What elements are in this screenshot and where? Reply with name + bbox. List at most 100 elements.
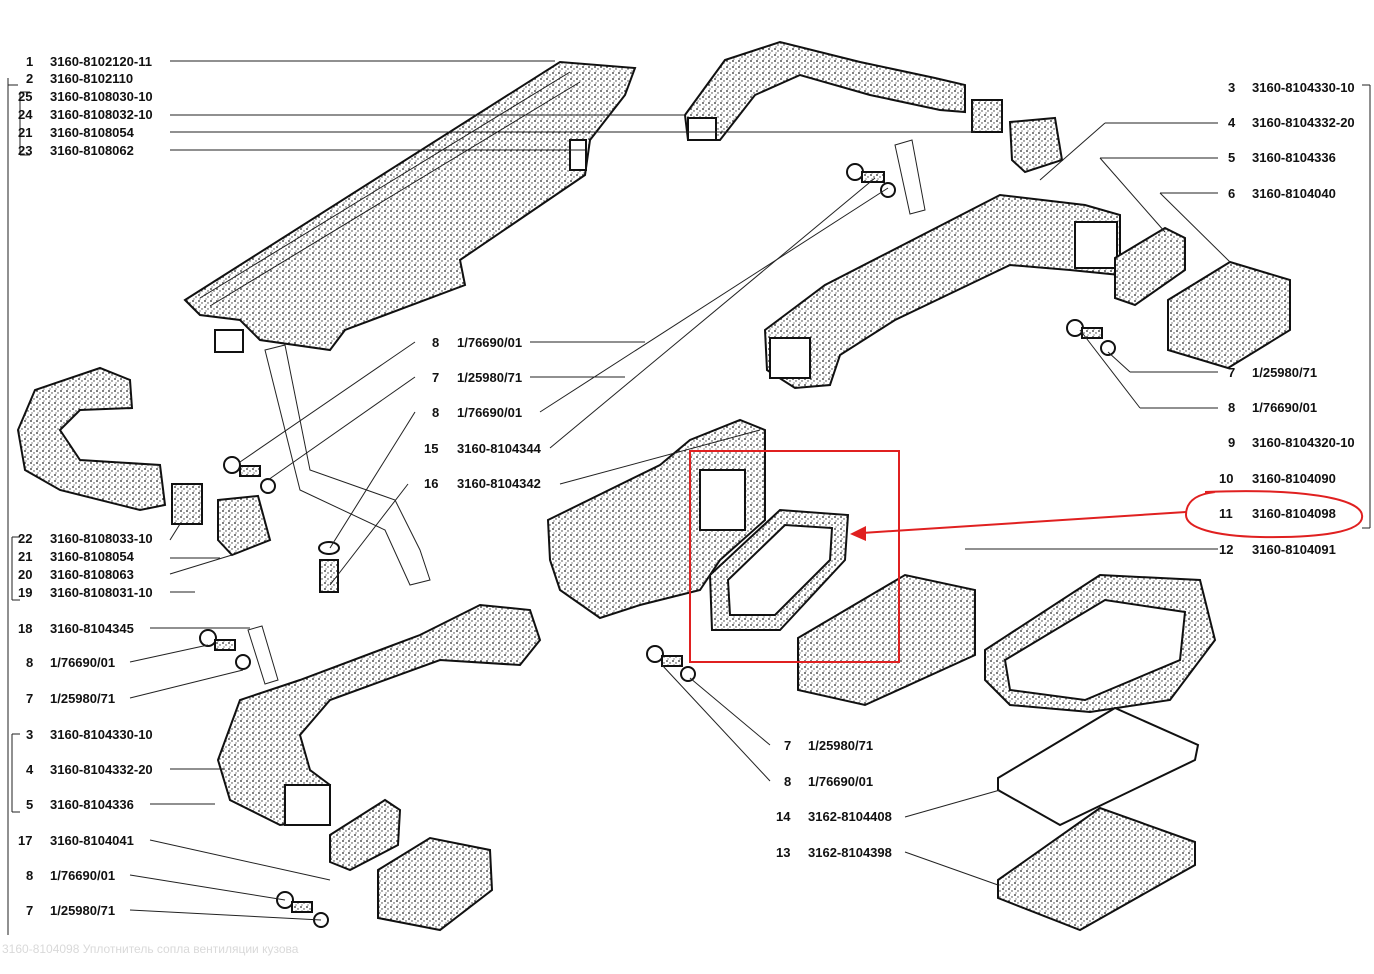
label-center-3-code: 3160-8104344 bbox=[457, 441, 542, 456]
label-left-7-num: 21 bbox=[18, 549, 32, 564]
center-distributor bbox=[546, 418, 766, 620]
label-right-9-code: 3160-8104091 bbox=[1252, 542, 1336, 557]
label-left-12-code: 1/25980/71 bbox=[50, 691, 115, 706]
label-left-4-num: 21 bbox=[18, 125, 32, 140]
label-left-10-code: 3160-8104345 bbox=[50, 621, 134, 636]
label-left-8-code: 3160-8108063 bbox=[50, 567, 134, 582]
label-left-0-code: 3160-8102120-11 bbox=[50, 54, 152, 69]
label-right-1-num: 4 bbox=[1228, 115, 1236, 130]
label-left-2-num: 25 bbox=[18, 89, 32, 104]
label-right-2-num: 5 bbox=[1228, 150, 1235, 165]
leader-lines bbox=[7, 60, 1371, 935]
label-right-2-code: 3160-8104336 bbox=[1252, 150, 1336, 165]
label-center-8-num: 13 bbox=[776, 845, 790, 860]
label-right-7-num: 10 bbox=[1219, 471, 1233, 486]
label-center-0-code: 1/76690/01 bbox=[457, 335, 522, 350]
left-nozzle-cap bbox=[217, 494, 272, 557]
upper-bracket bbox=[894, 139, 926, 215]
label-left-0-num: 1 bbox=[26, 54, 33, 69]
upper-seal-block bbox=[971, 99, 1003, 133]
label-left-16-num: 17 bbox=[18, 833, 32, 848]
label-left-15-num: 5 bbox=[26, 797, 33, 812]
label-center-3-num: 15 bbox=[424, 441, 438, 456]
lower-frame-seal bbox=[329, 798, 402, 872]
label-left-2-code: 3160-8108030-10 bbox=[50, 89, 153, 104]
label-right-6-num: 9 bbox=[1228, 435, 1235, 450]
label-center-4-code: 3160-8104342 bbox=[457, 476, 541, 491]
upper-curved-hose bbox=[683, 40, 966, 141]
right-frame-seal bbox=[1114, 226, 1186, 307]
label-right-4-num: 7 bbox=[1228, 365, 1235, 380]
label-left-18-code: 1/25980/71 bbox=[50, 903, 115, 918]
right-main-duct bbox=[763, 193, 1121, 390]
label-left-1-code: 3160-8102110 bbox=[50, 71, 133, 86]
label-right-8-num: 11 bbox=[1219, 506, 1233, 521]
long-bracket bbox=[264, 344, 431, 586]
label-center-1-code: 1/25980/71 bbox=[457, 370, 522, 385]
highlight-ellipse bbox=[1184, 490, 1364, 539]
label-left-5-code: 3160-8108062 bbox=[50, 143, 134, 158]
label-right-8-code: 3160-8104098 bbox=[1252, 506, 1336, 521]
label-left-12-num: 7 bbox=[26, 691, 33, 706]
right-nozzle bbox=[1167, 260, 1291, 370]
highlight-box bbox=[689, 450, 900, 663]
label-left-17-num: 8 bbox=[26, 868, 33, 883]
lower-left-duct bbox=[216, 603, 542, 827]
label-center-2-code: 1/76690/01 bbox=[457, 405, 522, 420]
label-left-15-code: 3160-8104336 bbox=[50, 797, 134, 812]
filter-element bbox=[997, 806, 1196, 932]
filter-frame bbox=[997, 706, 1200, 827]
label-right-3-num: 6 bbox=[1228, 186, 1235, 201]
label-center-5-code: 1/25980/71 bbox=[808, 738, 873, 753]
label-right-1-code: 3160-8104332-20 bbox=[1252, 115, 1355, 130]
left-seal-block bbox=[171, 483, 203, 525]
label-right-0-code: 3160-8104330-10 bbox=[1252, 80, 1355, 95]
label-left-4-code: 3160-8108054 bbox=[50, 125, 135, 140]
label-center-8-code: 3162-8104398 bbox=[808, 845, 892, 860]
label-left-3-num: 24 bbox=[18, 107, 33, 122]
upper-nozzle-cap bbox=[1008, 116, 1064, 174]
label-right-3-code: 3160-8104040 bbox=[1252, 186, 1336, 201]
top-air-duct bbox=[183, 60, 637, 353]
label-left-13-num: 3 bbox=[26, 727, 33, 742]
label-left-13-code: 3160-8104330-10 bbox=[50, 727, 153, 742]
lower-nozzle bbox=[377, 836, 494, 932]
label-right-6-code: 3160-8104320-10 bbox=[1252, 435, 1355, 450]
label-left-9-num: 19 bbox=[18, 585, 32, 600]
image-caption: 3160-8104098 Уплотнитель сопла вентиляци… bbox=[2, 942, 299, 956]
label-right-7-code: 3160-8104090 bbox=[1252, 471, 1336, 486]
label-right-5-num: 8 bbox=[1228, 400, 1235, 415]
center-nozzle bbox=[797, 573, 976, 707]
label-right-5-code: 1/76690/01 bbox=[1252, 400, 1317, 415]
lower-bracket bbox=[247, 625, 279, 685]
label-center-6-num: 8 bbox=[784, 774, 791, 789]
label-left-6-code: 3160-8108033-10 bbox=[50, 531, 153, 546]
label-right-9-num: 12 bbox=[1219, 542, 1233, 557]
label-center-1-num: 7 bbox=[432, 370, 439, 385]
right-label-column: 3 3160-8104330-10 4 3160-8104332-20 5 31… bbox=[1219, 80, 1355, 557]
label-left-3-code: 3160-8108032-10 bbox=[50, 107, 153, 122]
center-label-column: 8 1/76690/01 7 1/25980/71 8 1/76690/01 1… bbox=[424, 335, 892, 860]
label-center-5-num: 7 bbox=[784, 738, 791, 753]
label-center-4-num: 16 bbox=[424, 476, 438, 491]
label-left-9-code: 3160-8108031-10 bbox=[50, 585, 153, 600]
label-right-4-code: 1/25980/71 bbox=[1252, 365, 1317, 380]
label-left-10-num: 18 bbox=[18, 621, 32, 636]
label-center-2-num: 8 bbox=[432, 405, 439, 420]
label-center-7-code: 3162-8104408 bbox=[808, 809, 892, 824]
label-left-17-code: 1/76690/01 bbox=[50, 868, 115, 883]
label-left-16-code: 3160-8104041 bbox=[50, 833, 134, 848]
label-left-14-code: 3160-8104332-20 bbox=[50, 762, 153, 777]
highlight-arrow-head bbox=[850, 526, 866, 541]
label-left-11-num: 8 bbox=[26, 655, 33, 670]
label-left-5-num: 23 bbox=[18, 143, 32, 158]
label-left-11-code: 1/76690/01 bbox=[50, 655, 115, 670]
label-left-14-num: 4 bbox=[26, 762, 34, 777]
label-right-0-num: 3 bbox=[1228, 80, 1235, 95]
label-left-7-code: 3160-8108054 bbox=[50, 549, 135, 564]
label-center-0-num: 8 bbox=[432, 335, 439, 350]
label-center-6-code: 1/76690/01 bbox=[808, 774, 873, 789]
highlight-arrow-line bbox=[861, 511, 1187, 534]
